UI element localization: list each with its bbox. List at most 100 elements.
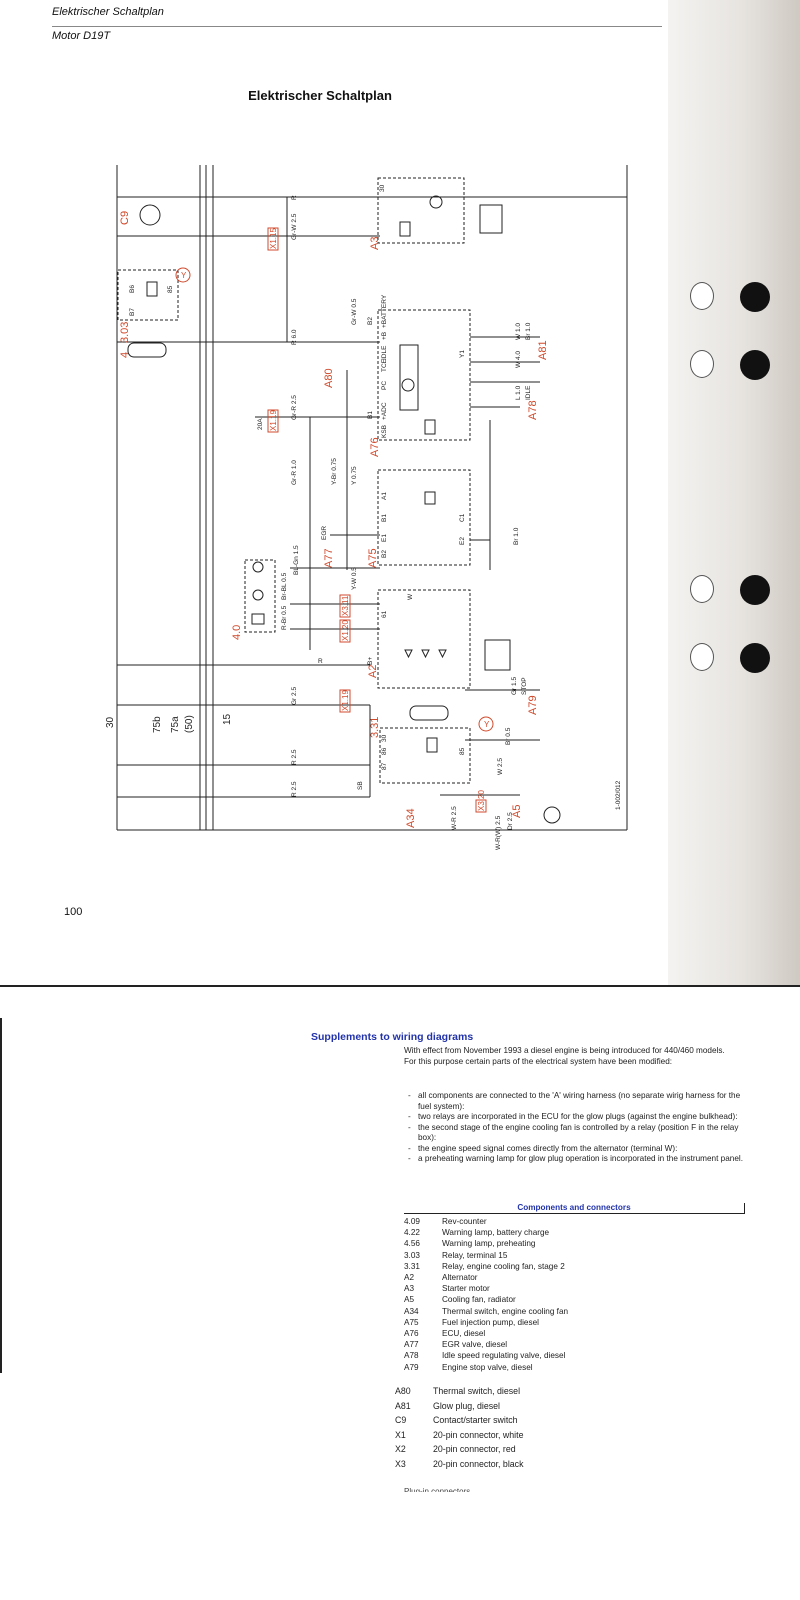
- running-header-title: Elektrischer Schaltplan: [52, 6, 164, 18]
- wire-label: BL-Gn 1.5: [293, 545, 300, 575]
- terminal-label: B1: [381, 514, 388, 522]
- binder-hole: [690, 643, 714, 671]
- wire-label: Br 0.5: [505, 727, 512, 745]
- component-code: X2: [395, 1444, 406, 1454]
- terminal-label: B7: [129, 308, 136, 316]
- terminal-label: B2: [381, 550, 388, 558]
- table-row: A76 ECU, diesel: [404, 1328, 568, 1339]
- component-code: 4.22: [404, 1228, 420, 1238]
- component-desc: Idle speed regulating valve, diesel: [442, 1351, 566, 1361]
- bus-label-75a: 75a: [170, 716, 181, 733]
- list-item: a preheating warning lamp for glow plug …: [404, 1154, 744, 1165]
- component-code: 4.56: [404, 1239, 420, 1249]
- scanned-page: Elektrischer Schaltplan Motor D19T Elekt…: [52, 0, 800, 985]
- terminal-label: A1: [381, 492, 388, 500]
- scan-divider: [0, 985, 800, 987]
- terminal-label: IDLE: [381, 345, 388, 360]
- table-row: A34 Thermal switch, engine cooling fan: [404, 1306, 568, 1317]
- table-row: C9 Contact/starter switch: [395, 1413, 523, 1428]
- wire-label: IDLE: [525, 385, 532, 400]
- ref-C9: C9: [119, 211, 131, 225]
- wire-label: Dr 2.5: [507, 812, 514, 830]
- component-desc: Fuel injection pump, diesel: [442, 1317, 539, 1327]
- binder-hole: [690, 575, 714, 603]
- wire-label: STOP: [521, 677, 528, 695]
- binder-hole: [740, 282, 770, 312]
- component-desc: Thermal switch, engine cooling fan: [442, 1306, 569, 1316]
- component-desc: 20-pin connector, white: [433, 1429, 524, 1440]
- wire-label: Br-BL 0.5: [281, 572, 288, 600]
- running-header-subtitle: Motor D19T: [52, 30, 111, 42]
- page-curl-edge: [668, 0, 800, 985]
- terminal-label: 85: [167, 285, 174, 293]
- list-item: the second stage of the engine cooling f…: [404, 1123, 744, 1144]
- component-code: A3: [404, 1284, 415, 1294]
- wire-label: Gr 1.5: [511, 677, 518, 695]
- list-item: the engine speed signal comes directly f…: [404, 1144, 744, 1155]
- ref-4.0: 4.0: [231, 625, 243, 640]
- binder-hole: [690, 282, 714, 310]
- wire-label: R 2.5: [291, 749, 298, 765]
- terminal-label: Y1: [459, 350, 466, 358]
- wire-label: R: [291, 195, 298, 200]
- list-item: all components are connected to the 'A' …: [404, 1091, 744, 1112]
- ref-A34: A34: [405, 808, 417, 828]
- terminal-label: 87: [381, 762, 388, 770]
- change-list: all components are connected to the 'A' …: [404, 1091, 744, 1165]
- intro-paragraph: With effect from November 1993 a diesel …: [404, 1046, 725, 1055]
- wire-label: Br 1.0: [513, 527, 520, 545]
- wire-label: R-Br 0.5: [281, 605, 288, 630]
- component-desc: Relay, engine cooling fan, stage 2: [442, 1261, 565, 1271]
- terminal-label: E2: [459, 537, 466, 545]
- connector-ref: X1.15: [269, 228, 278, 249]
- wire-label: Y-W 0.5: [351, 567, 358, 590]
- component-code: A76: [404, 1329, 419, 1339]
- component-code: C9: [395, 1415, 407, 1425]
- component-desc: EGR valve, diesel: [442, 1340, 508, 1350]
- wire-label: W 4.0: [515, 351, 522, 368]
- component-code: A79: [404, 1362, 419, 1372]
- ref-A76: A76: [369, 437, 381, 457]
- component-code: A5: [404, 1295, 415, 1305]
- terminal-label: 61: [381, 610, 388, 618]
- wire-label: R 6.0: [291, 329, 298, 345]
- component-code: A34: [404, 1306, 419, 1316]
- left-margin-rule: [0, 1018, 2, 1373]
- wire-label: Gr-R 1.0: [291, 460, 298, 485]
- component-desc: ECU, diesel: [442, 1329, 486, 1339]
- binder-hole: [740, 575, 770, 605]
- header-rule: [52, 26, 662, 27]
- wire-label: R 2.5: [291, 781, 298, 797]
- ref-A78: A78: [527, 400, 539, 420]
- terminal-label: B+: [367, 657, 374, 665]
- ref-A77: A77: [323, 548, 335, 568]
- component-code: A81: [395, 1400, 411, 1411]
- misc-label: Y: [484, 720, 490, 729]
- terminal-label: 85: [459, 747, 466, 755]
- wire-label: SB: [357, 781, 364, 790]
- terminal-label: B6: [129, 285, 136, 293]
- ref-A5: A5: [511, 805, 523, 818]
- component-desc: Contact/starter switch: [433, 1415, 518, 1425]
- component-code: 3.31: [404, 1261, 420, 1271]
- terminal-label: 30: [379, 184, 386, 192]
- bus-label-30: 30: [105, 716, 116, 728]
- terminal-label: KSB: [381, 425, 388, 438]
- terminal-label: +B: [381, 332, 388, 340]
- component-desc: Rev-counter: [442, 1217, 487, 1226]
- wire-label: W 2.5: [497, 758, 504, 775]
- terminal-label: 86: [381, 747, 388, 755]
